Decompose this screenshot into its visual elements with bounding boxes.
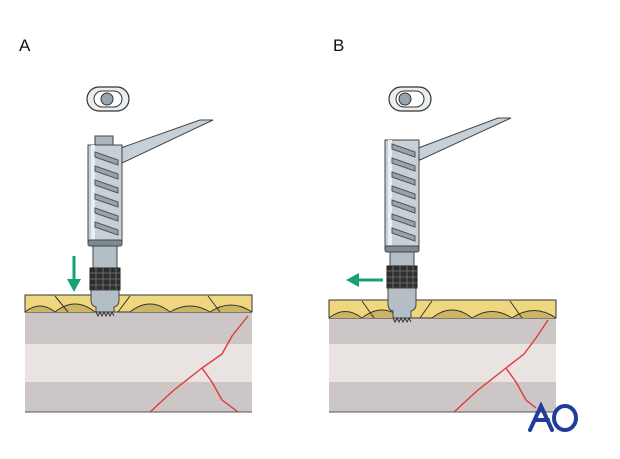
panel-label-b: B [333,36,345,55]
panel-b [328,86,557,413]
top-view-icon-a [86,86,130,112]
panel-label-a: A [19,36,31,55]
guide-instrument-b [384,117,512,324]
ao-logo [528,401,578,432]
fracture-lines-a [149,315,249,413]
arrow-down-icon [67,256,81,292]
fracture-lines-b [453,319,549,413]
periosteum-b [328,299,557,319]
panel-a [24,86,253,413]
arrow-left-icon [346,273,383,287]
periosteum-a [24,294,253,313]
top-view-icon-b [388,86,432,112]
guide-instrument-a [87,119,214,318]
bone-layers-a [25,312,252,413]
bone-layers-b [329,318,556,413]
